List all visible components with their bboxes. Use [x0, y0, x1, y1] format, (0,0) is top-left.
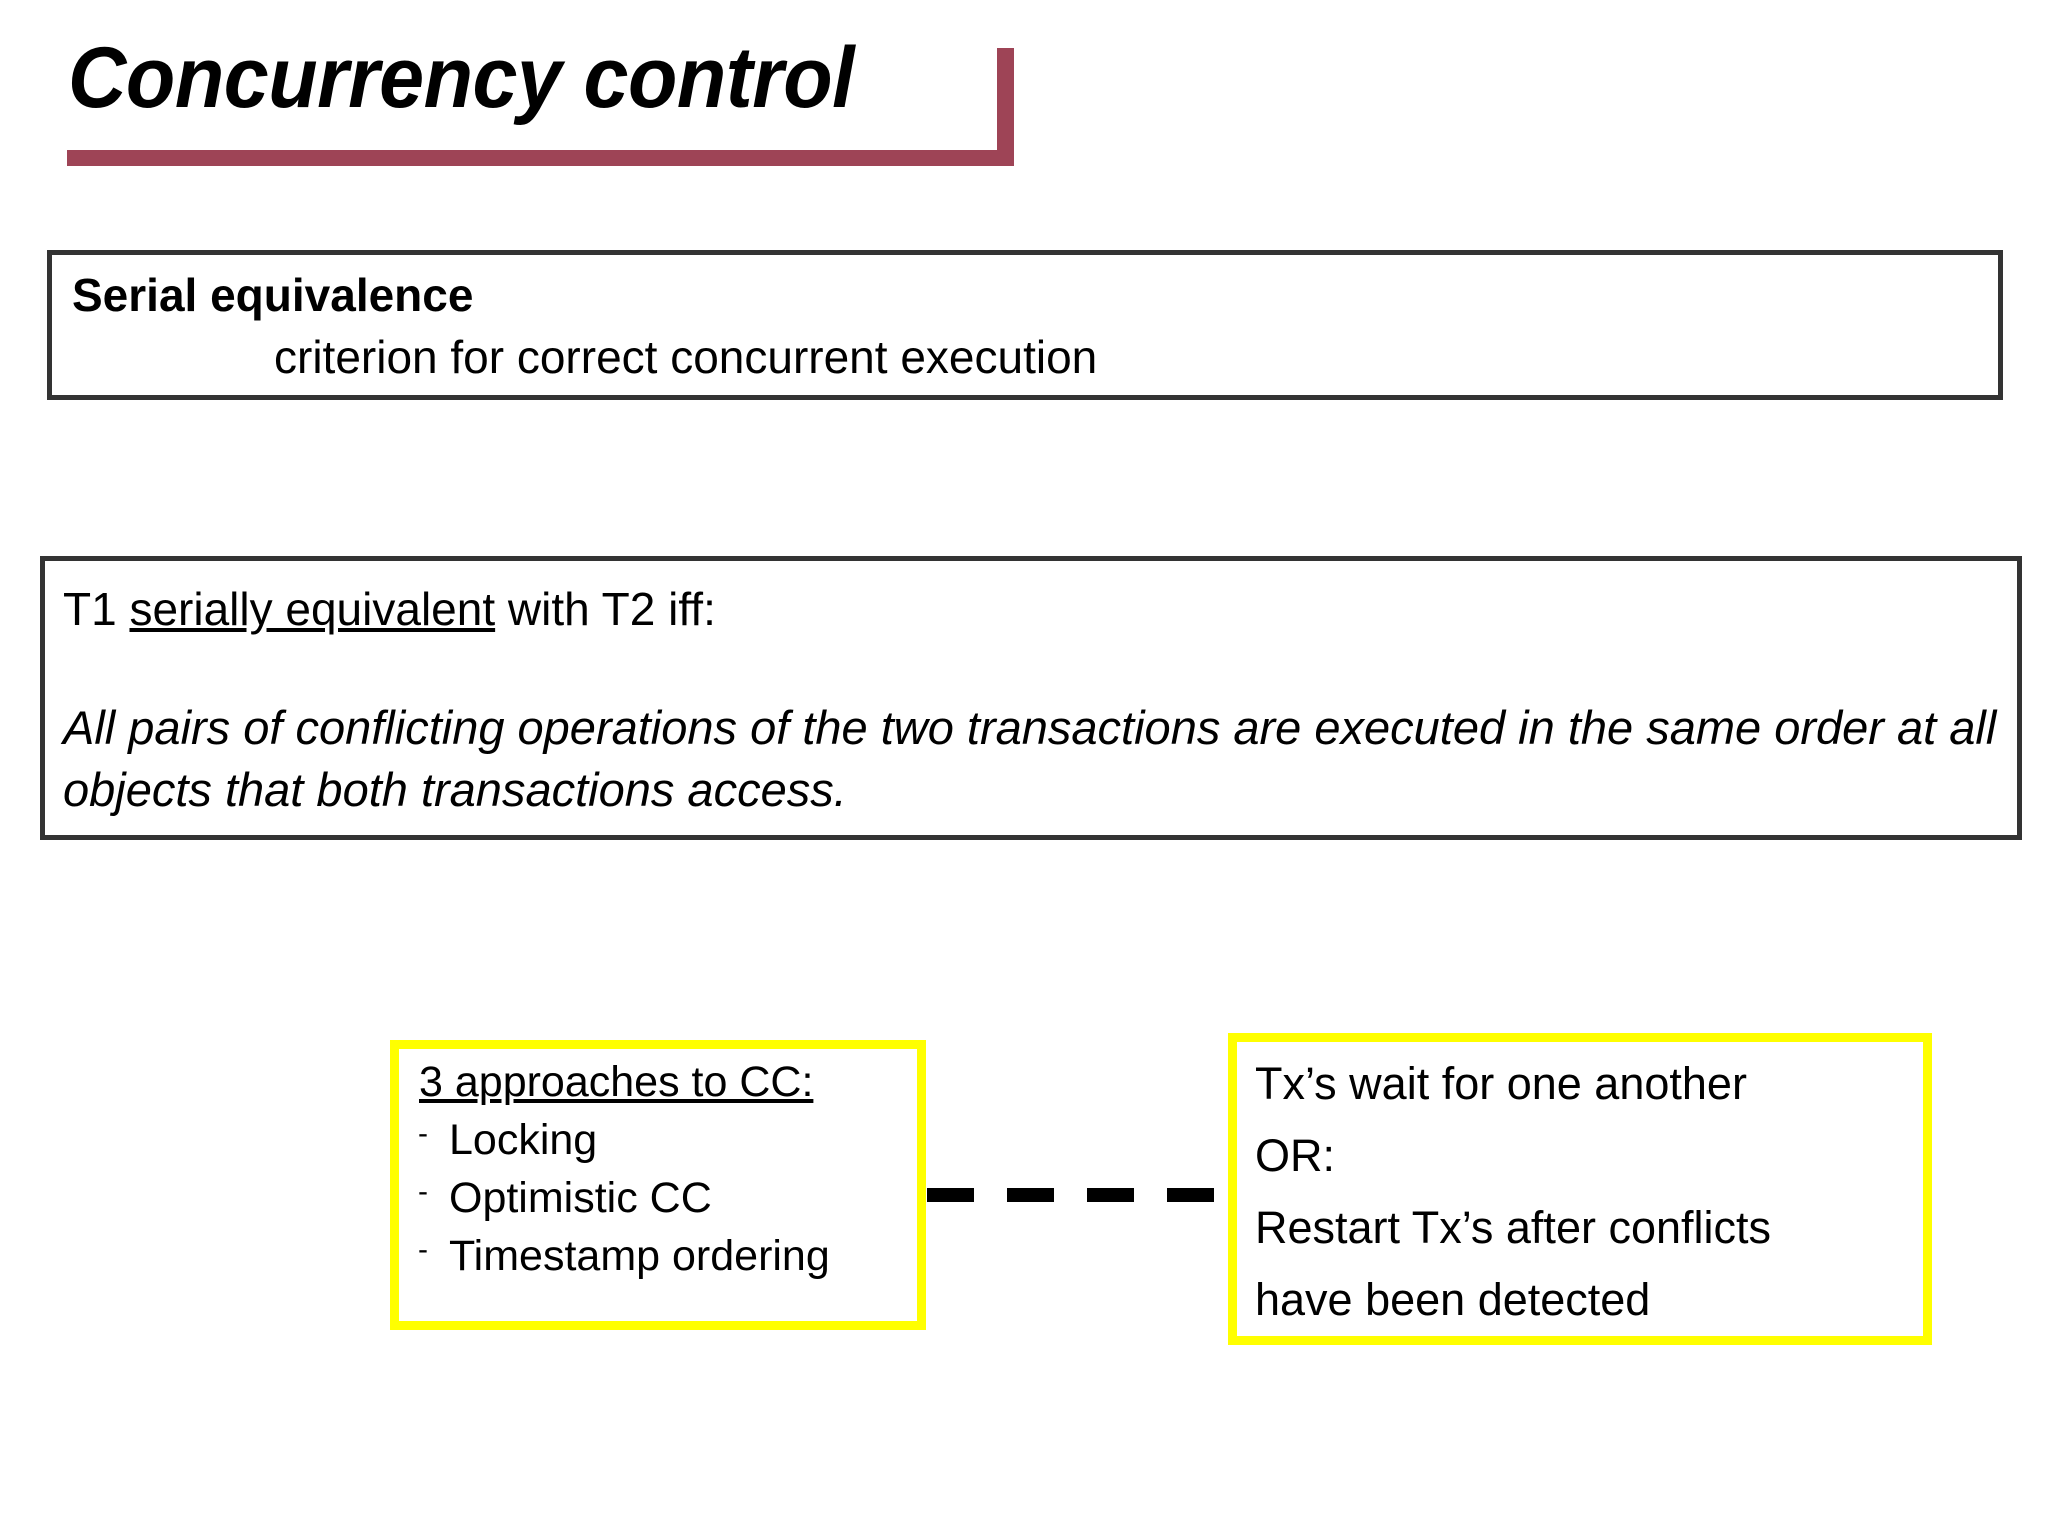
approaches-heading: 3 approaches to CC:	[419, 1058, 814, 1106]
list-item: Restart Tx’s after conflicts	[1255, 1202, 1772, 1253]
definition-box: T1 serially equivalent with T2 iff: All …	[40, 556, 2022, 840]
dash-bullet-icon: -	[418, 1175, 428, 1208]
list-item: have been detected	[1255, 1274, 1651, 1325]
connector-dash-segment	[927, 1188, 974, 1202]
connector-dash-segment	[1087, 1188, 1134, 1202]
list-item: -Timestamp ordering	[413, 1227, 830, 1285]
dash-bullet-icon: -	[418, 1233, 428, 1266]
serial-equivalence-heading: Serial equivalence	[72, 269, 474, 321]
connector-dash-segment	[1167, 1188, 1214, 1202]
serial-equivalence-subtext: criterion for correct concurrent executi…	[274, 331, 1098, 383]
title-block: Concurrency control	[0, 0, 2048, 200]
dashed-connector	[927, 1188, 1227, 1202]
dash-bullet-icon: -	[418, 1117, 428, 1150]
title-accent-horizontal-bar	[67, 150, 1014, 166]
serial-equivalence-box: Serial equivalence criterion for correct…	[47, 250, 2003, 400]
condition-underlined-term: serially equivalent	[129, 583, 496, 635]
outcomes-callout-box: Tx’s wait for one another OR: Restart Tx…	[1228, 1033, 1932, 1345]
list-item: Tx’s wait for one another	[1255, 1058, 1747, 1109]
list-item-label: Locking	[449, 1116, 598, 1164]
list-item: -Optimistic CC	[413, 1169, 830, 1227]
page-title: Concurrency control	[68, 30, 855, 126]
definition-condition-line: T1 serially equivalent with T2 iff:	[63, 581, 716, 637]
connector-dash-segment	[1007, 1188, 1054, 1202]
definition-statement: All pairs of conflicting operations of t…	[63, 701, 1997, 816]
approaches-list: -Locking -Optimistic CC -Timestamp order…	[413, 1111, 830, 1285]
outcomes-list: Tx’s wait for one another OR: Restart Tx…	[1255, 1048, 1771, 1336]
list-item-label: Timestamp ordering	[449, 1232, 830, 1280]
condition-prefix: T1	[63, 583, 130, 635]
condition-suffix: with T2 iff:	[495, 583, 716, 635]
title-accent-vertical-bar	[997, 48, 1014, 166]
list-item-label: Optimistic CC	[449, 1174, 712, 1222]
approaches-callout-box: 3 approaches to CC: -Locking -Optimistic…	[390, 1040, 926, 1330]
list-item: OR:	[1255, 1130, 1336, 1181]
list-item: -Locking	[413, 1111, 830, 1169]
